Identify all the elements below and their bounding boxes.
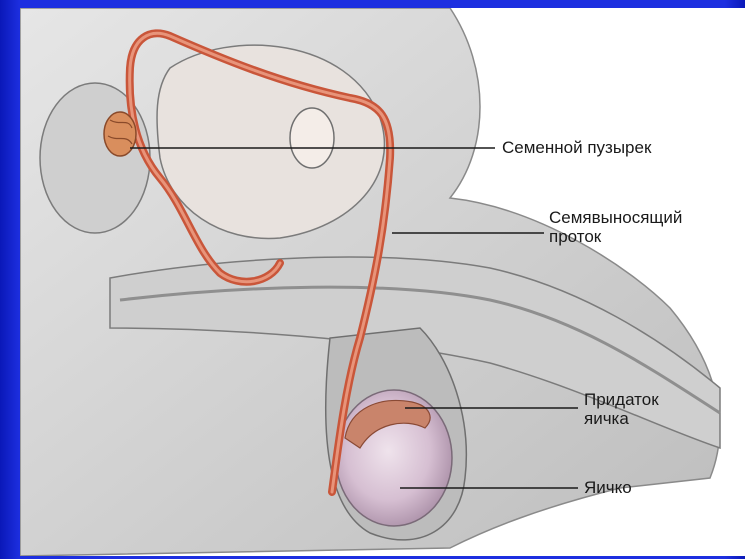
seminal-vesicle <box>104 112 136 156</box>
anatomy-illustration <box>20 8 745 556</box>
label-vas-deferens: Семявыносящий проток <box>549 208 682 246</box>
label-seminal-vesicle: Семенной пузырек <box>502 138 651 157</box>
label-epididymis: Придаток яичка <box>584 390 659 428</box>
label-testis: Яичко <box>584 478 632 497</box>
anatomy-figure: Семенной пузырек Семявыносящий проток Пр… <box>20 8 745 556</box>
rectum-section <box>290 108 334 168</box>
